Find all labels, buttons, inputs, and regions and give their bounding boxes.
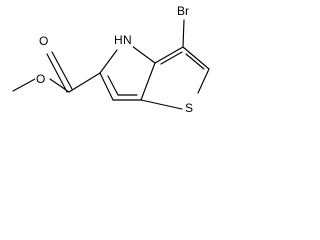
- bond-c3-bromine: [182, 19, 185, 48]
- bond-c6-c5-double: [99, 72, 114, 101]
- bond-methyl-ester-oxygen: [12, 78, 36, 92]
- bond-c3a-c6a: [140, 62, 156, 101]
- structure-canvas: Br H N S O O: [0, 0, 231, 122]
- ester-oxygen-label: O: [36, 72, 45, 86]
- bond-carbonyl-to-ring: [68, 72, 101, 93]
- nh-label-mask: [113, 33, 133, 47]
- bond-c5-c6-inner: [107, 75, 119, 96]
- ester-oxygen-label-mask: [35, 72, 49, 86]
- bond-c5-n4: [99, 49, 118, 74]
- bond-c3-c2-inner: [185, 53, 205, 70]
- bond-c3a-c3-inner: [160, 51, 183, 65]
- carbonyl-oxygen-label: O: [39, 34, 48, 48]
- bond-carbonyl-double-a: [46, 53, 68, 93]
- carbonyl-oxygen-label-mask: [38, 34, 52, 48]
- bromine-label-mask: [176, 4, 197, 18]
- bond-c3a-c3: [154, 46, 184, 64]
- molecule-diagram: Br H N S O O: [12, 4, 210, 115]
- bond-carbonyl-double-b: [51, 51, 73, 90]
- bond-s1-c6a: [140, 99, 183, 110]
- bond-n4-c3a: [131, 45, 156, 64]
- bond-c2-s1: [197, 68, 210, 94]
- sulfur-label-mask: [183, 101, 197, 115]
- bromine-label: Br: [177, 4, 189, 18]
- bond-c3-c2: [182, 46, 210, 70]
- nh-h-label: H: [114, 33, 123, 47]
- sulfur-label: S: [185, 101, 193, 115]
- nh-n-label: N: [123, 33, 132, 47]
